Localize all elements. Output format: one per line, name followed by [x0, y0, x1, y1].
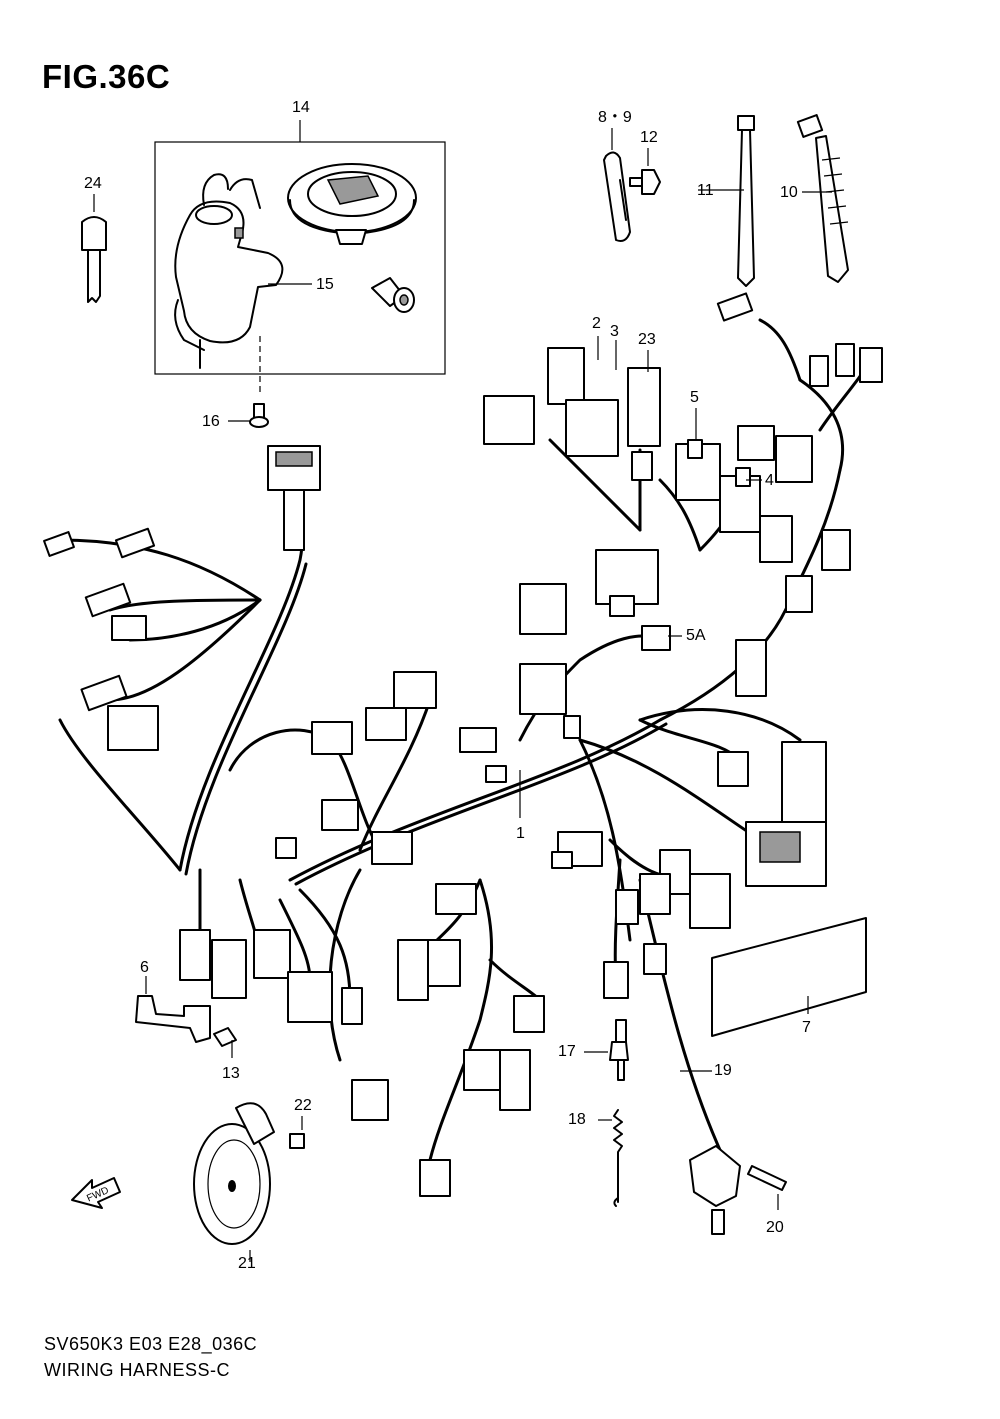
cable-tie-10	[796, 114, 849, 283]
callout-3: 3	[610, 323, 619, 340]
fuel-cap-part	[287, 163, 417, 245]
lock-cylinder-part	[371, 277, 415, 313]
figure-title: FIG.36C	[42, 58, 171, 95]
ignition-switch-part	[174, 173, 284, 369]
bolt-13	[213, 1027, 237, 1058]
callout-16: 16	[202, 413, 220, 430]
diagram-caption: WIRING HARNESS-C	[44, 1360, 231, 1380]
callout-7: 7	[802, 1019, 811, 1036]
callout-23: 23	[638, 331, 656, 348]
callout-15: 15	[316, 276, 334, 293]
bolt-22	[289, 1116, 305, 1149]
callout-2: 2	[592, 315, 601, 332]
spring-18	[598, 1109, 623, 1207]
fwd-arrow-icon: FWD	[71, 1177, 121, 1209]
harness-connectors	[43, 292, 883, 1197]
label-plate-7	[711, 917, 867, 1037]
model-code: SV650K3 E03 E28_036C	[44, 1334, 258, 1354]
callout-20: 20	[766, 1219, 784, 1236]
callout-18: 18	[568, 1111, 586, 1128]
callout-1: 1	[516, 825, 525, 842]
callout-6: 6	[140, 959, 149, 976]
callout-21: 21	[238, 1255, 256, 1272]
leader-lines	[519, 336, 762, 818]
callout-24: 24	[84, 175, 102, 192]
callout-13: 13	[222, 1065, 240, 1082]
callout-5a: 5A	[686, 627, 706, 644]
bolt-12	[629, 148, 661, 195]
callout-11: 11	[697, 182, 714, 199]
bracket-6	[135, 976, 211, 1043]
key-24	[81, 194, 107, 303]
bolt-20	[747, 1165, 787, 1210]
callout-14: 14	[292, 99, 310, 116]
screw-16	[228, 403, 269, 428]
callout-5: 5	[690, 389, 699, 406]
callout-19: 19	[714, 1062, 732, 1079]
callout-4: 4	[765, 472, 774, 489]
callout-10: 10	[780, 184, 798, 201]
brake-switch-17	[584, 1019, 629, 1081]
callout-12: 12	[640, 129, 658, 146]
switch-19	[680, 1070, 741, 1235]
clamp-8-9	[603, 128, 631, 242]
callout-22: 22	[294, 1097, 312, 1114]
callout-17: 17	[558, 1043, 576, 1060]
callout-8-9: 8・9	[598, 109, 632, 126]
horn-21	[193, 1102, 275, 1262]
ignition-switch-set-box	[154, 120, 446, 375]
cable-tie-11	[698, 115, 755, 287]
